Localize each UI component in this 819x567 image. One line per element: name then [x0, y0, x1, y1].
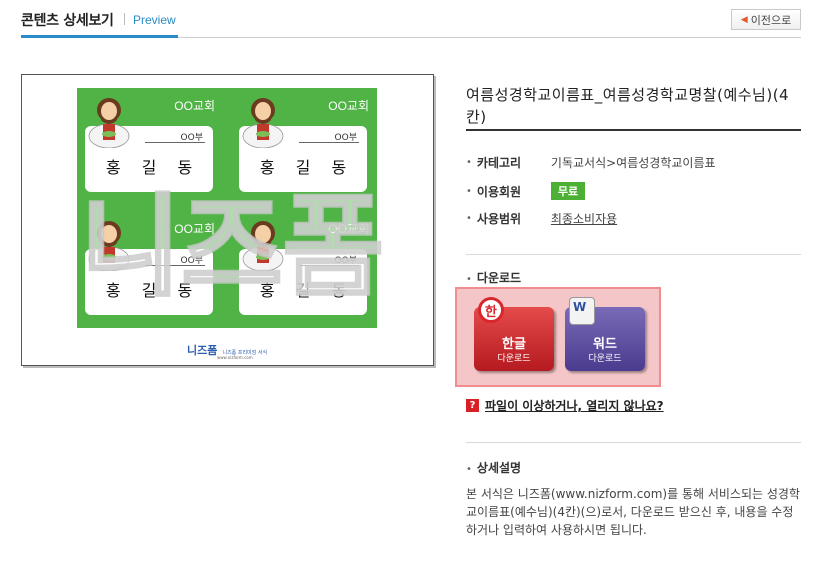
tag-dept-line [145, 254, 205, 266]
description-section-label: • 상세설명 [466, 459, 521, 476]
download-panel: 한 한글 다운로드 W 워드 다운로드 [455, 287, 661, 387]
name-tag: OO교회 OO부 홍 길 동 [231, 211, 377, 328]
brand-tagline: 니즈폼 프리미엄 서식 [222, 350, 268, 356]
page-subtitle: Preview [133, 13, 176, 27]
word-download-sublabel: 다운로드 [588, 354, 622, 364]
category-value: 기독교서식>여름성경학교이름표 [550, 156, 716, 170]
title-divider [466, 129, 801, 131]
hangul-download-label: 한글 [502, 337, 526, 352]
tag-dept-line [299, 131, 359, 143]
bullet-icon: • [466, 464, 472, 475]
document-title: 여름성경학교이름표_여름성경학교명찰(예수님)(4칸) [466, 86, 790, 126]
bullet-icon: • [466, 185, 472, 197]
tag-card: OO부 홍 길 동 [239, 249, 367, 315]
tag-name: 홍 길 동 [105, 158, 201, 177]
bullet-icon: • [466, 157, 472, 168]
chevron-left-icon: ◀ [740, 14, 748, 25]
word-download-button[interactable]: W 워드 다운로드 [565, 297, 645, 371]
tag-name: 홍 길 동 [259, 281, 355, 300]
download-section-label: • 다운로드 [466, 269, 521, 286]
section-divider [466, 254, 801, 255]
tag-church: OO교회 [174, 99, 215, 113]
description-text: 본 서식은 니즈폼(www.nizform.com)를 통해 서비스되는 성경학… [466, 487, 800, 537]
header-separator [124, 13, 125, 25]
file-help-link[interactable]: 파일이 이상하거나, 열리지 않나요? [485, 399, 664, 413]
help-row: ? 파일이 이상하거나, 열리지 않나요? [466, 397, 664, 414]
name-tag: OO교회 OO부 홍 길 동 [231, 88, 377, 205]
tag-name: 홍 길 동 [259, 158, 355, 177]
name-tag-sheet: OO교회 OO부 홍 길 동 OO교회 OO부 홍 길 동 [77, 88, 377, 328]
back-button[interactable]: ◀ 이전으로 [731, 9, 801, 30]
download-label-text: 다운로드 [476, 271, 522, 285]
jesus-figure-icon [88, 221, 130, 271]
bullet-icon: • [466, 213, 472, 224]
preview-image: OO교회 OO부 홍 길 동 OO교회 OO부 홍 길 동 [21, 74, 434, 366]
tag-dept-line [299, 254, 359, 266]
tag-dept-line [145, 131, 205, 143]
title-underline [21, 35, 178, 38]
jesus-figure-icon [88, 98, 130, 148]
free-badge: 무료 [550, 182, 586, 200]
member-row: • 이용회원 무료 [466, 182, 586, 200]
tag-dept: OO부 [334, 256, 357, 266]
tag-church: OO교회 [328, 99, 369, 113]
brand-logo: 니즈폼 니즈폼 프리미엄 서식 www.nizform.com [187, 339, 277, 360]
jesus-figure-icon [242, 98, 284, 148]
tag-dept: OO부 [180, 256, 203, 266]
brand-url: www.nizform.com [217, 355, 253, 360]
header-divider [178, 37, 801, 38]
jesus-figure-icon [242, 221, 284, 271]
member-label: 이용회원 [476, 184, 522, 199]
usage-link[interactable]: 최종소비자용 [550, 212, 618, 226]
tag-church: OO교회 [328, 222, 369, 236]
brand-name: 니즈폼 [187, 344, 218, 357]
category-label: 카테고리 [476, 156, 522, 170]
page-title: 콘텐츠 상세보기 [21, 13, 114, 29]
tag-dept: OO부 [334, 133, 357, 143]
section-divider [466, 442, 801, 443]
usage-label: 사용범위 [476, 212, 522, 226]
tag-dept: OO부 [180, 133, 203, 143]
back-button-label: 이전으로 [750, 13, 792, 27]
hangul-file-icon: 한 [478, 297, 504, 323]
description-label-text: 상세설명 [476, 461, 522, 475]
word-file-icon: W [569, 297, 595, 325]
name-tag: OO교회 OO부 홍 길 동 [77, 211, 223, 328]
bullet-icon: • [466, 274, 472, 285]
usage-row: • 사용범위 최종소비자용 [466, 210, 617, 227]
hangul-download-sublabel: 다운로드 [497, 354, 531, 364]
name-tag: OO교회 OO부 홍 길 동 [77, 88, 223, 205]
category-row: • 카테고리 기독교서식>여름성경학교이름표 [466, 154, 716, 171]
tag-name: 홍 길 동 [105, 281, 201, 300]
word-download-label: 워드 [593, 337, 617, 352]
hangul-download-button[interactable]: 한 한글 다운로드 [474, 297, 554, 371]
question-icon: ? [466, 399, 479, 412]
tag-church: OO교회 [174, 222, 215, 236]
